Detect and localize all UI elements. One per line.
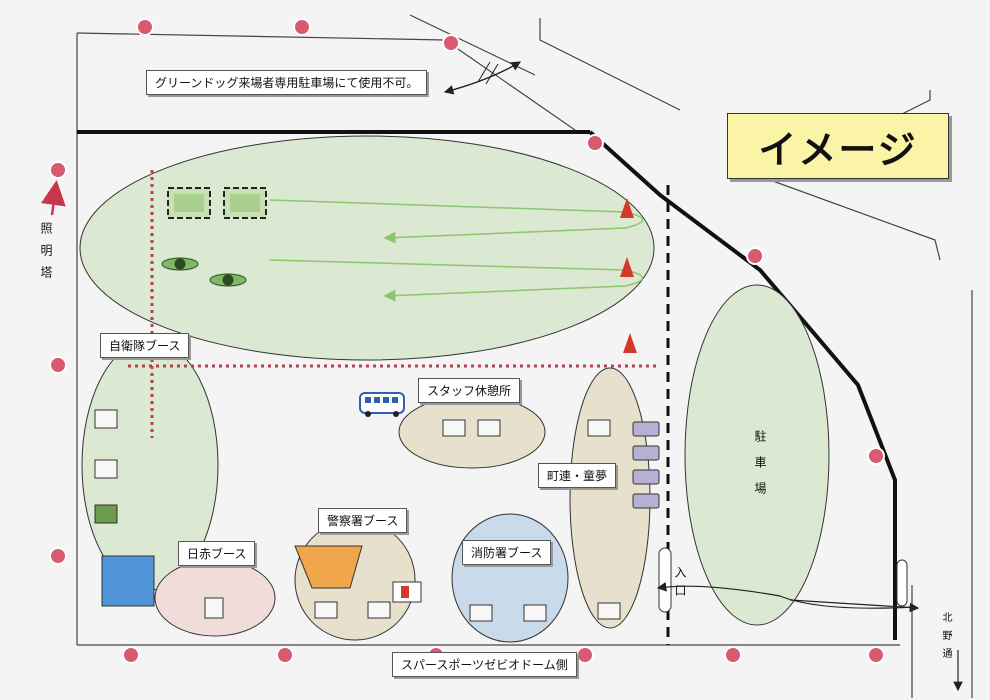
entrance-label: 入口 [673,566,687,602]
demo-zone [79,135,655,361]
car-icon [167,187,267,219]
staff-area-label: スタッフ休憩所 [418,378,521,403]
arrow-icon [789,599,920,613]
crossing-mark [477,61,491,83]
tent-icon [294,545,363,589]
parking-label: 駐車場 [753,430,767,508]
dotted-boundary [128,170,660,438]
fire-booth-label: 消防署ブース [462,540,552,565]
parking-zone [684,284,830,626]
arrow-icon [40,180,66,216]
street-label: 北野通 [940,612,951,666]
arrow-icon [443,61,521,95]
police-booth-label: 警察署ブース [318,508,408,533]
cone-icon [620,198,637,353]
car-icon [392,581,422,603]
page-title: イメージ [727,113,949,179]
bus-icon [359,392,405,417]
arrow-icon [656,582,916,609]
tent-icon [632,421,660,509]
fence-line [77,130,897,640]
lighting-tower-label: 照明塔 [39,222,53,288]
motorcycle-icon [161,257,247,287]
notice-label: グリーンドッグ来場者専用駐車場にて使用不可。 [146,70,428,95]
fire-zone [451,513,569,643]
tent-icon [101,555,155,607]
choren-area-label: 町連・童夢 [538,463,617,488]
crossing-mark [485,63,499,85]
bottom-side-label: スパースポーツゼビオドーム側 [392,652,577,677]
staff-zone [398,395,546,469]
jieitai-booth-label: 自衛隊ブース [100,333,190,358]
street-gate [896,559,908,607]
lighting-pole-icon [49,18,885,664]
site-boundary [76,14,973,698]
redcross-booth-label: 日赤ブース [178,541,256,566]
tent-icon [94,409,621,622]
entrance-gate [658,547,672,613]
